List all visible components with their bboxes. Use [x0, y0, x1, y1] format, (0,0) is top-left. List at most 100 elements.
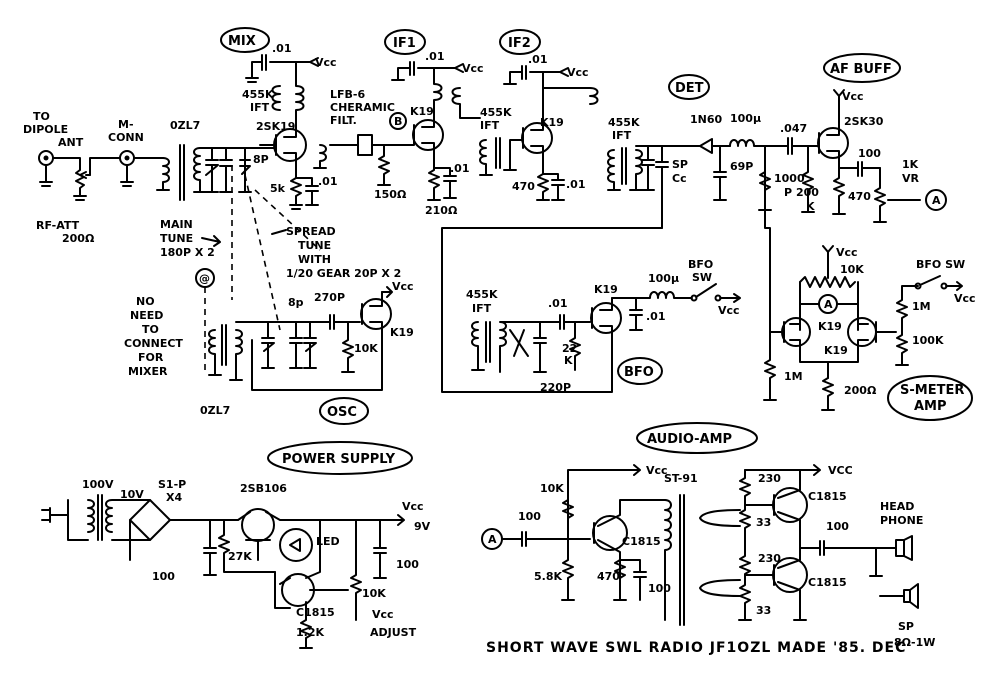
ps-reg-leads [274, 519, 321, 649]
if2-ift-label-1: 455K [480, 106, 512, 119]
smeter-meter-label: A [824, 298, 833, 311]
af-output-cap [838, 161, 881, 177]
smeter-t1-label: K19 [818, 320, 842, 333]
audio-t1: C1815 [622, 535, 661, 548]
if2-drain-line [542, 67, 569, 113]
mix-ellipse [220, 27, 270, 53]
osc-270p-cap [329, 314, 361, 330]
bfo-ift-label-2: IFT [472, 302, 492, 315]
audio-vcc2: VCC [828, 464, 853, 477]
af-vr-label-2: VR [902, 172, 920, 185]
bfo-coil-secondary [499, 321, 561, 373]
input-coil-secondary [193, 147, 207, 193]
if2-title: IF2 [508, 36, 531, 51]
smeter-bfosw: BFO SW [916, 258, 965, 271]
audio-cap100: 100 [518, 510, 541, 523]
det-smeter-link [764, 145, 771, 341]
if2-cap2-label: .01 [566, 178, 586, 191]
ps-10k: 10K [362, 587, 386, 600]
spread-1: SPREAD [286, 225, 336, 238]
ps-adj-2: ADJUST [370, 626, 417, 639]
audio-head-1: HEAD [880, 500, 914, 513]
audio-33b: 33 [756, 604, 771, 617]
af-res200-label: 200 [796, 186, 819, 199]
audio-230b: 230 [758, 552, 781, 565]
af-res470-label: 470 [848, 190, 871, 203]
ps-transformer-core [97, 494, 103, 541]
bfo-choke-label: 100μ [648, 272, 679, 285]
if1-ellipse [384, 29, 426, 55]
dipole-label: DIPOLE [23, 123, 68, 136]
det-diode [699, 138, 731, 154]
smeter-1m-label: 1M [784, 370, 803, 383]
det-ift-label-2: IFT [612, 129, 632, 142]
mconn-label-1: M- [118, 118, 134, 131]
bfo-cap-label: .01 [548, 297, 568, 310]
tuning-a-label: @ [199, 272, 210, 285]
noneed-4: CONNECT [124, 337, 183, 350]
if1-res-label: 150Ω [374, 188, 407, 201]
if2-output-coil [542, 87, 599, 105]
det-69p-label: 69P [730, 160, 753, 173]
det-ift-primary [607, 149, 621, 191]
smeter-vcc2-arrow [945, 281, 963, 291]
afbuff-title: AF BUFF [830, 62, 892, 77]
if2-ift-label-2: IFT [480, 119, 500, 132]
bfo-res-label-2: K [564, 354, 573, 367]
rfatt-label: RF-ATT [36, 219, 80, 232]
det-choke [729, 139, 776, 147]
if1-vcc-arrow [433, 63, 464, 73]
det-1000-label: 1000 [774, 172, 805, 185]
audio-input-cap [501, 531, 591, 547]
spread-4: 1/20 GEAR 20P X 2 [286, 267, 401, 280]
smeter-vcc2: Vcc [954, 292, 976, 305]
det-ellipse [668, 74, 710, 100]
if2-ellipse [499, 29, 541, 55]
af-k-label: K [806, 200, 815, 213]
if1-res2-label: 210Ω [425, 204, 458, 217]
ps-diode-1: S1-P [158, 478, 186, 491]
if1-transistor [412, 119, 444, 151]
det-ift-label-1: 455K [608, 116, 640, 129]
det-diode-label: 1N60 [690, 113, 723, 126]
bfo-coil-primary [471, 321, 485, 371]
if1-filter-3: FILT. [330, 114, 357, 127]
mix-vcc: Vcc [315, 56, 337, 69]
rf-att-link [89, 157, 101, 176]
smeter-switch [919, 275, 941, 286]
if2-gate-line [503, 139, 523, 171]
af-a-point [925, 189, 947, 211]
det-sp-label: SP [672, 158, 688, 171]
noneed-3: TO [142, 323, 159, 336]
ps-transformer-primary [87, 499, 95, 533]
smeter-t2-label: K19 [824, 344, 848, 357]
smeter-200-label: 200Ω [844, 384, 877, 397]
det-bfo-link [441, 227, 663, 393]
bfo-feedback-cap [559, 314, 591, 330]
ps-bridge-out [129, 519, 211, 561]
osc-res-label: 10K [354, 342, 378, 355]
to-label: TO [33, 110, 50, 123]
bfo-switch-pivot [690, 294, 698, 302]
ps-transistor: 2SB106 [240, 482, 287, 495]
osc-gate-res [341, 321, 355, 373]
ps-cap100b: 100 [396, 558, 419, 571]
det-ift-secondary [629, 149, 643, 191]
mix-transistor [273, 128, 307, 162]
det-69p-cap [713, 145, 727, 201]
af-transistor-label: 2SK30 [844, 115, 884, 128]
af-a-label: A [932, 194, 941, 207]
bfo-vcc: Vcc [718, 304, 740, 317]
ps-plug [41, 499, 89, 541]
audio-t2: C1815 [808, 490, 847, 503]
audio-cap100c: 100 [826, 520, 849, 533]
bfo-cap2-label: .01 [646, 310, 666, 323]
ant-label: ANT [58, 136, 84, 149]
if2-bypass-cap [503, 65, 544, 85]
main-tune-arrow [201, 235, 221, 247]
audio-230a: 230 [758, 472, 781, 485]
ps-led-label: LED [316, 535, 340, 548]
antenna-pin [43, 155, 49, 161]
mix-8p-cap [238, 147, 252, 193]
